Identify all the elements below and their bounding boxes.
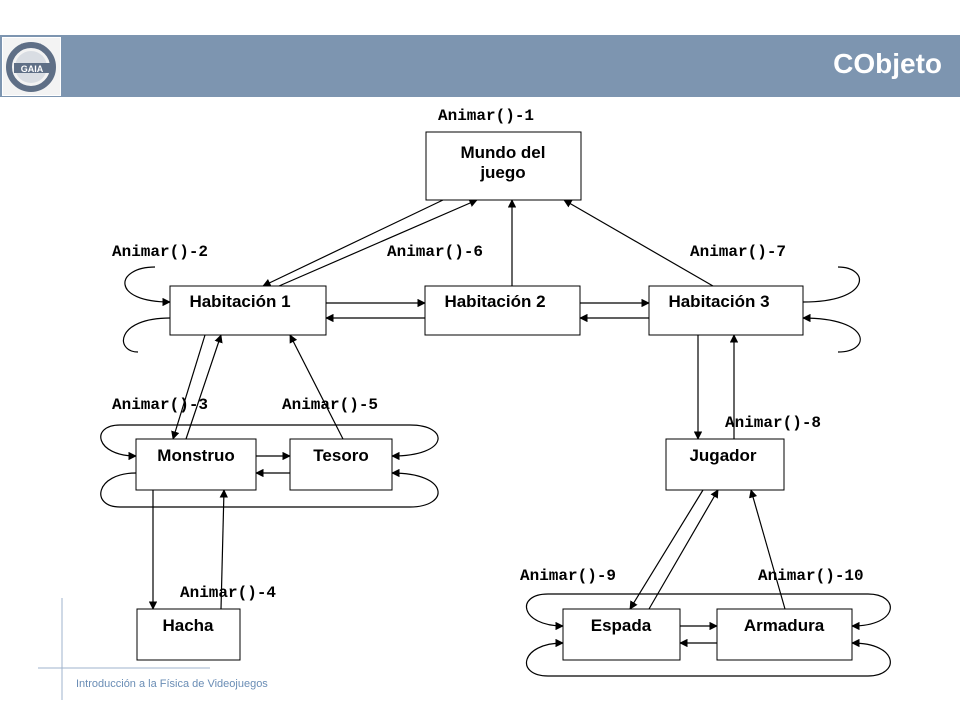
edge-espada-up-jugador (648, 489, 719, 610)
node-espada (562, 608, 681, 661)
edge-monstruo-left-loop-top (100, 424, 137, 461)
node-espada-label: Espada (591, 616, 652, 635)
edge-hab1-left-loop-bottom (122, 317, 171, 353)
label-animar-10: Animar()-10 (758, 567, 864, 585)
edge-espada-left-loop-bottom (525, 638, 868, 677)
edge-armadura-right-loop-bottom (851, 638, 891, 677)
edge-mundo-down-hab1 (262, 199, 444, 287)
node-jugador (665, 438, 785, 491)
edge-jugador-down-espada (629, 489, 704, 610)
edge-hab1-up-mundo (278, 199, 478, 287)
edge-monstruo-left-loop-bottom (100, 472, 410, 508)
label-animar-3: Animar()-3 (112, 396, 208, 414)
edge-armadura-up-jugador (749, 489, 786, 610)
node-tesoro-label: Tesoro (313, 446, 368, 465)
label-animar-2: Animar()-2 (112, 243, 208, 261)
edge-espada-left-loop-top (525, 593, 564, 631)
label-animar-7: Animar()-7 (690, 243, 786, 261)
node-hacha-label: Hacha (162, 616, 214, 635)
edge-tesoro-right-loop-bottom (391, 468, 439, 508)
node-monstruo (135, 438, 257, 491)
logo-top-text: GRUPO (20, 44, 42, 50)
node-armadura (716, 608, 853, 661)
logo-text: GAIA (21, 64, 44, 74)
node-hab1-label: Habitación 1 (189, 292, 290, 311)
footer-course-title: Introducción a la Física de Videojuegos (76, 678, 268, 690)
label-animar-4: Animar()-4 (180, 584, 276, 602)
gaia-logo: GAIA GRUPO (2, 37, 61, 96)
node-tesoro (289, 438, 393, 491)
label-animar-5: Animar()-5 (282, 396, 378, 414)
edge-hab1-left-loop-top (124, 266, 171, 307)
node-jugador-label: Jugador (689, 446, 756, 465)
edge-hab1-down-monstruo (171, 334, 206, 440)
label-animar-8: Animar()-8 (725, 414, 821, 432)
slide-title: CObjeto (833, 48, 942, 79)
label-animar-1: Animar()-1 (438, 107, 534, 125)
node-hab2-label: Habitación 2 (444, 292, 545, 311)
header-bar (0, 35, 960, 97)
edge-hab3-right-loop-bottom (802, 313, 861, 353)
edge-tesoro-up-hab1 (289, 334, 344, 440)
node-mundo-label-line2: juego (479, 163, 525, 182)
node-mundo-label-line1: Mundo del (461, 143, 546, 162)
label-animar-9: Animar()-9 (520, 567, 616, 585)
node-hab3-label: Habitación 3 (668, 292, 769, 311)
node-hacha (136, 608, 241, 661)
node-habitacion-3 (648, 285, 804, 336)
edge-hab3-right-loop-top (802, 266, 860, 303)
node-monstruo-label: Monstruo (157, 446, 234, 465)
edge-armadura-right-loop-top (548, 593, 891, 631)
label-animar-6: Animar()-6 (387, 243, 483, 261)
edge-hacha-up-monstruo (219, 489, 229, 610)
edge-tesoro-right-loop-top (120, 424, 439, 461)
edge-hab3-up-mundo (563, 199, 714, 287)
edge-monstruo-up-hab1 (185, 334, 223, 440)
node-habitacion-2 (424, 285, 581, 336)
node-habitacion-1 (169, 285, 327, 336)
node-armadura-label: Armadura (744, 616, 825, 635)
node-mundo-del-juego (425, 131, 582, 201)
